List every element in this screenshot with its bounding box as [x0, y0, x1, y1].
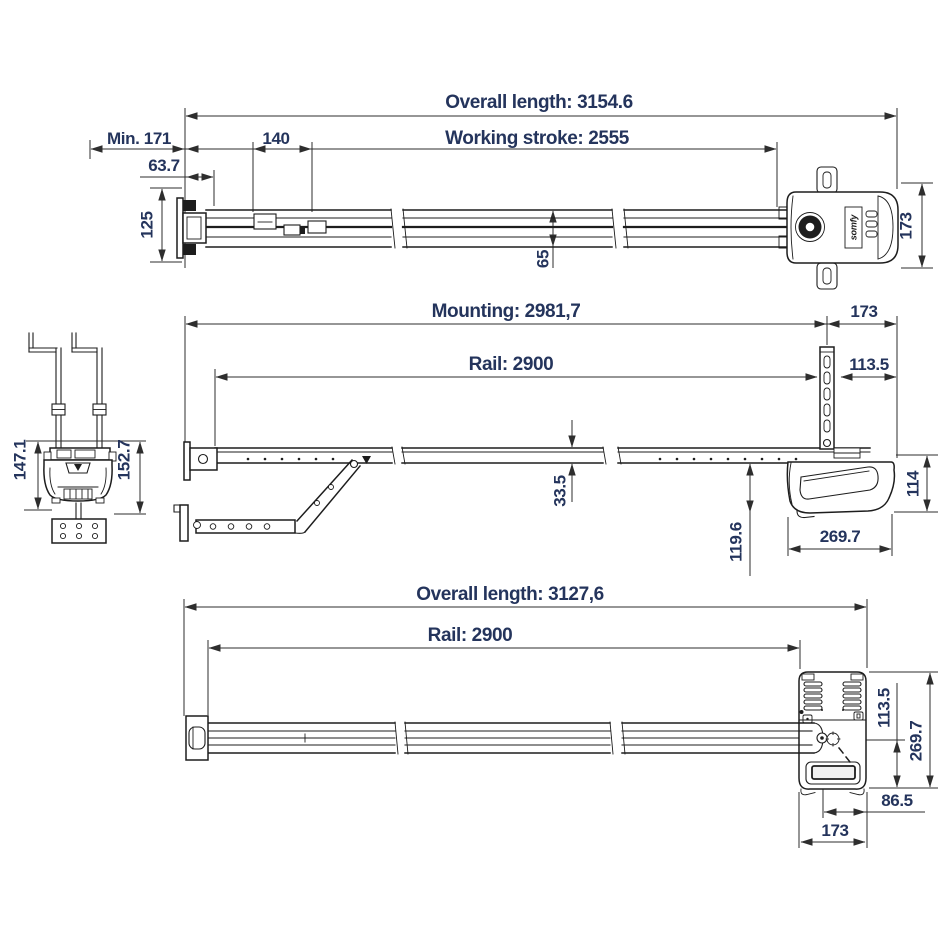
dim-overall-length-bottom: Overall length: 3127,6 — [416, 584, 604, 605]
dim-rail-bottom: Rail: 2900 — [428, 625, 513, 646]
door-arm-assembly — [173, 456, 371, 542]
rail-end-cap-bottom — [185, 715, 209, 761]
mounting-tab-top — [816, 166, 838, 194]
bottom-view: Overall length: 3127,6 Rail: 2900 113.5 … — [183, 584, 938, 848]
dim-125: 125 — [138, 211, 157, 238]
lamp-window-bottom — [805, 761, 861, 785]
dim-113-5-bottom: 113.5 — [875, 688, 894, 728]
vent-grille-left — [803, 681, 823, 711]
motor-head-bottom-view — [798, 671, 867, 796]
door-bracket — [179, 504, 189, 542]
arm-clevis-pin — [349, 459, 359, 469]
top-dimension-lines — [90, 112, 926, 268]
dim-147-1: 147.1 — [11, 440, 30, 481]
dim-173-top: 173 — [897, 212, 916, 239]
dim-152-7: 152.7 — [115, 440, 134, 481]
bottom-dimension-lines — [184, 603, 934, 846]
dim-114: 114 — [904, 470, 923, 497]
dim-119-6: 119.6 — [727, 522, 746, 562]
dim-269-7-middle: 269.7 — [820, 527, 861, 546]
dim-173-middle: 173 — [850, 302, 877, 321]
handle-side — [796, 510, 815, 519]
end-view-dimensions — [24, 440, 146, 515]
front-mounting-bracket-top — [176, 197, 207, 259]
motor-head-side-view — [786, 461, 896, 519]
brand-label-plate — [844, 206, 863, 249]
vent-slots-top — [865, 210, 878, 238]
ceiling-straps — [28, 332, 107, 450]
dim-86-5: 86.5 — [881, 791, 913, 810]
middle-dimension-lines — [185, 320, 931, 576]
mounting-tab-bottom — [816, 262, 838, 290]
ceiling-hanger-bracket — [819, 346, 861, 459]
trolley-position-marker — [362, 456, 371, 464]
dim-working-stroke: Working stroke: 2555 — [445, 128, 630, 149]
motor-head-top-view: somfy — [778, 166, 899, 290]
rail-top-view — [204, 208, 802, 249]
ceiling-plate — [51, 518, 107, 544]
dim-269-7-bottom: 269.7 — [907, 721, 926, 762]
end-view: 147.1 152.7 — [11, 332, 146, 544]
dim-63-7: 63.7 — [148, 156, 180, 175]
lamp-front — [65, 462, 91, 474]
rail-bottom-view — [185, 715, 803, 761]
rail-break-marks — [390, 208, 629, 249]
carriage-trolley-top — [253, 213, 327, 236]
middle-extension-lines — [184, 316, 938, 556]
dim-140: 140 — [262, 129, 289, 148]
top-view: somfy Overall length: 3154.6 Min. 171 14… — [89, 92, 933, 290]
dim-33-5: 33.5 — [551, 475, 570, 507]
dim-overall-length-top: Overall length: 3154.6 — [445, 92, 633, 113]
brand-logo-text: somfy — [849, 214, 859, 241]
dim-113-5-middle: 113.5 — [849, 355, 889, 374]
wall-bracket-side — [183, 441, 218, 481]
dim-173-bottom: 173 — [821, 821, 848, 840]
rail-holes — [246, 457, 798, 461]
lamp-window-side — [799, 466, 879, 500]
dim-65: 65 — [534, 250, 553, 268]
dim-mounting: Mounting: 2981,7 — [432, 301, 581, 322]
motor-head-front-view — [43, 447, 117, 544]
rail-side-view — [214, 446, 871, 465]
lamp-lens-ring — [795, 212, 825, 242]
vent-grille-right — [842, 681, 862, 711]
dim-min-171: Min. 171 — [107, 129, 171, 148]
dim-rail-middle: Rail: 2900 — [469, 354, 554, 375]
middle-view: Mounting: 2981,7 173 Rail: 2900 113.5 33… — [173, 301, 938, 576]
